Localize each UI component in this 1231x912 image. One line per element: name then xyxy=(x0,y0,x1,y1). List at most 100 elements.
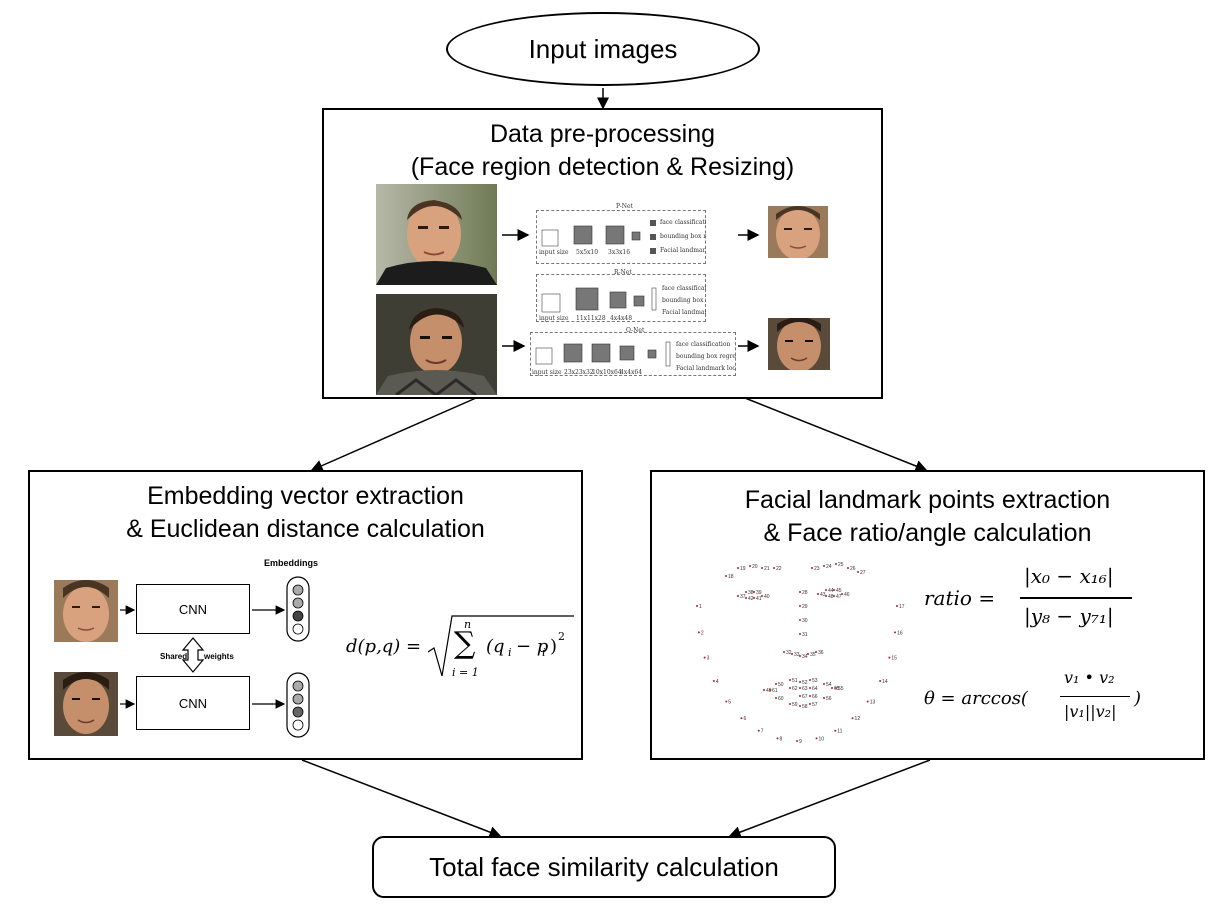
sub-i-2: i xyxy=(542,646,546,659)
landmark-point xyxy=(835,563,837,565)
preprocessing-title-line1: Data pre-processing xyxy=(489,120,716,148)
ratio-numerator: |x₀ − x₁₆| xyxy=(1024,564,1114,588)
angle-lhs: θ = arccos( xyxy=(924,688,1028,709)
svg-text:4x4x64: 4x4x64 xyxy=(620,369,642,376)
angle-close: ) xyxy=(1134,688,1142,709)
landmark-point xyxy=(769,689,771,691)
landmark-point xyxy=(841,593,843,595)
svg-text:23x23x32: 23x23x32 xyxy=(564,369,594,376)
landmark-point xyxy=(791,653,793,655)
rnet-diagram xyxy=(536,274,706,322)
landmark-index-label: 7 xyxy=(761,729,764,735)
landmark-point xyxy=(847,567,849,569)
angle-fraction-bar xyxy=(1060,696,1130,698)
shared-weights-arrow xyxy=(181,637,205,673)
landmark-index-label: 16 xyxy=(897,630,903,636)
svg-text:10x10x64: 10x10x64 xyxy=(592,369,622,376)
landmark-index-label: 60 xyxy=(778,696,784,702)
svg-text:bounding box regression: bounding box regression xyxy=(662,297,706,304)
svg-text:Facial landmark localization: Facial landmark localization xyxy=(660,247,706,254)
angle-denominator: |v₁||v₂| xyxy=(1064,702,1117,721)
landmark-point xyxy=(740,717,743,720)
svg-text:bounding box regression: bounding box regression xyxy=(676,353,736,360)
ratio-formula: ratio = |x₀ − x₁₆| |y₈ − y₇₁| xyxy=(924,564,1144,638)
landmark-point xyxy=(799,695,801,697)
landmark-index-label: 44 xyxy=(828,588,834,594)
landmark-point xyxy=(761,567,763,569)
angle-numerator: v₁ • v₂ xyxy=(1064,668,1115,687)
landmark-point xyxy=(763,689,765,691)
embedding-face-1 xyxy=(54,580,118,642)
landmark-index-label: 52 xyxy=(802,680,808,686)
ratio-fraction-bar xyxy=(1020,597,1132,599)
landmark-index-label: 9 xyxy=(799,739,802,745)
landmark-index-label: 14 xyxy=(882,679,888,685)
input-images-label: Input images xyxy=(528,33,678,64)
sqrt-sign xyxy=(428,615,574,677)
landmark-title-line2: & Face ratio/angle calculation xyxy=(763,519,1092,547)
landmark-point xyxy=(817,593,819,595)
embedding-title-line2: & Euclidean distance calculation xyxy=(126,515,485,543)
angle-formula: θ = arccos( v₁ • v₂ |v₁||v₂| ) xyxy=(924,668,1164,734)
landmark-point xyxy=(823,683,825,685)
svg-text:Facial landmark localization: Facial landmark localization xyxy=(676,365,736,372)
landmark-point xyxy=(712,680,715,683)
landmark-point xyxy=(745,591,747,593)
landmark-index-label: 41 xyxy=(756,596,762,602)
landmark-index-label: 46 xyxy=(844,592,850,598)
landmark-point xyxy=(789,703,791,705)
cropped-face-1 xyxy=(768,206,828,258)
close-paren: ) xyxy=(550,636,558,657)
ratio-denominator: |y₈ − y₇₁| xyxy=(1024,604,1114,628)
pnet-diagram xyxy=(536,210,706,264)
landmark-index-label: 54 xyxy=(826,682,832,688)
landmark-index-label: 30 xyxy=(802,618,808,624)
sum-sign: ∑ xyxy=(454,626,476,661)
landmark-point xyxy=(749,565,751,567)
landmark-index-label: 58 xyxy=(802,704,808,710)
preprocessing-node: Data pre-processing (Face region detecti… xyxy=(322,108,883,399)
embedding-face-2 xyxy=(54,672,118,736)
landmark-index-label: 63 xyxy=(802,686,808,692)
landmark-point xyxy=(799,705,801,707)
distance-term: (q xyxy=(486,636,505,657)
landmark-point xyxy=(703,656,706,659)
arrow-embedding-to-total xyxy=(301,759,502,838)
landmark-index-label: 15 xyxy=(891,656,897,662)
landmark-index-label: 35 xyxy=(810,652,816,658)
landmark-point xyxy=(789,687,791,689)
svg-text:11x11x28: 11x11x28 xyxy=(576,315,606,322)
exponent-2: 2 xyxy=(558,630,565,643)
landmark-index-label: 17 xyxy=(899,604,905,610)
landmark-point xyxy=(753,597,755,599)
landmark-index-label: 65 xyxy=(834,686,840,692)
landmark-point xyxy=(753,591,755,593)
svg-text:input size: input size xyxy=(539,249,569,256)
shared-label: Shared xyxy=(160,652,188,661)
landmark-point xyxy=(799,687,801,689)
landmark-point xyxy=(851,717,854,720)
landmark-point xyxy=(834,729,837,732)
landmark-point xyxy=(835,687,837,689)
svg-text:4x4x48: 4x4x48 xyxy=(610,315,632,322)
landmark-index-label: 45 xyxy=(836,588,842,594)
ratio-lhs: ratio = xyxy=(924,586,996,610)
landmark-index-label: 43 xyxy=(820,592,826,598)
landmark-index-label: 61 xyxy=(772,688,778,694)
landmark-point xyxy=(725,700,728,703)
landmark-point xyxy=(799,605,801,607)
cnn-block-top: CNN xyxy=(136,584,250,634)
cnn-top-label: CNN xyxy=(178,601,208,617)
landmark-index-label: 51 xyxy=(792,678,798,684)
input-face-photo-2 xyxy=(376,294,497,395)
landmark-index-label: 56 xyxy=(826,696,832,702)
landmark-index-label: 25 xyxy=(838,562,844,568)
landmark-index-label: 4 xyxy=(716,679,719,685)
total-similarity-node: Total face similarity calculation xyxy=(372,836,836,898)
svg-text:input size: input size xyxy=(532,369,562,376)
landmark-index-label: 36 xyxy=(818,650,824,656)
landmark-point xyxy=(825,589,827,591)
